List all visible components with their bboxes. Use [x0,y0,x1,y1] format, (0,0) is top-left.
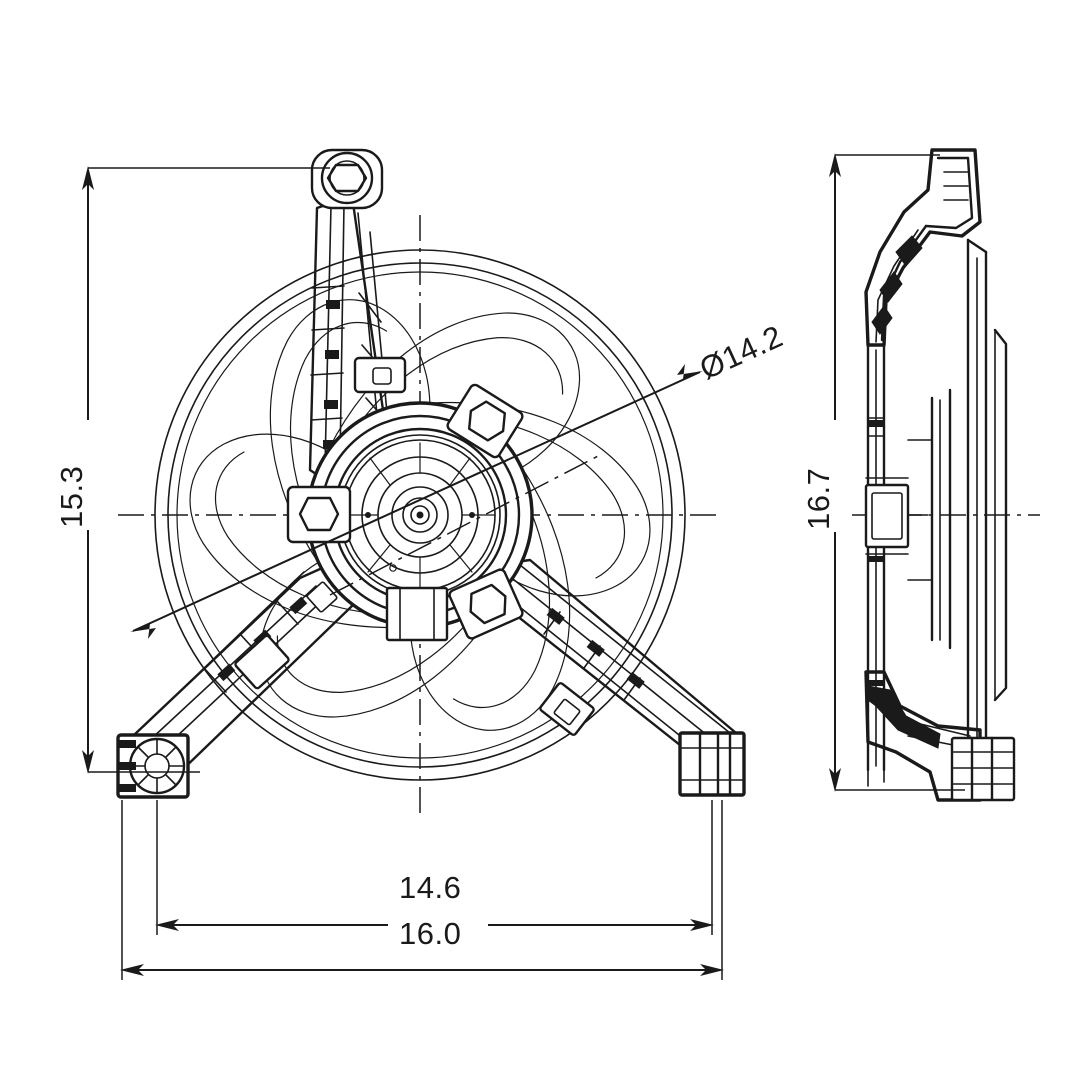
overall-width-value: 16.0 [399,916,461,951]
lower-left-support-arm [116,558,354,799]
mounting-width-dimension: 14.6 [155,800,714,935]
hub-mount-tab-left [286,485,352,544]
lower-right-mounting-foot [678,731,746,797]
side-connector-block [950,736,1016,802]
motor-hub [286,383,601,642]
side-fan-ring [907,238,1008,762]
hub-mount-tab-bottom [385,586,449,642]
side-lower-bracket [864,670,1016,802]
side-motor-housing [864,477,929,555]
overall-width-dimension: 16.0 [120,800,724,980]
overall-height-dimension: 15.3 [54,166,330,774]
mounting-width-value: 14.6 [399,870,461,905]
side-view [864,148,1016,802]
lower-right-arm-tab [539,682,595,736]
lower-left-mounting-foot [116,733,190,799]
hub-mount-tab-upper-right [446,383,524,459]
hub-mount-tab-lower-right [448,568,524,640]
front-view [116,148,746,799]
overall-height-value: 15.3 [54,466,89,528]
upper-arm-bracket-tab [353,356,407,394]
fan-diameter-value: Ø14.2 [694,318,788,386]
side-height-dimension: 16.7 [801,153,965,792]
side-height-value: 16.7 [801,468,836,530]
lower-left-arm-tab [234,581,338,690]
upper-mount-boss [310,148,384,210]
lower-right-support-arm [486,558,746,797]
upper-support-arm [308,148,407,500]
side-upper-bracket [864,148,982,347]
fan-shroud-ring [154,249,686,781]
